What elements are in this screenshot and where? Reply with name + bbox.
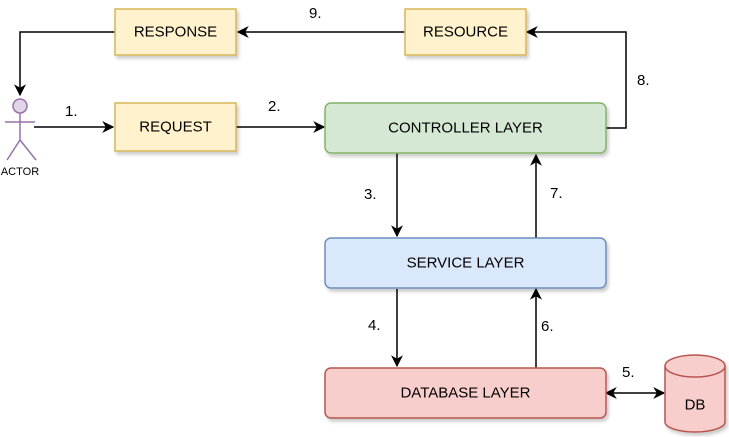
db-label: DB [685,397,706,414]
db-cylinder [664,354,726,433]
response-node [114,8,237,56]
service-layer-label: SERVICE LAYER [407,255,525,272]
step-label-6: 6. [541,318,554,335]
database-layer-label: DATABASE LAYER [400,385,530,402]
step-label-7: 7. [550,185,563,202]
controller-layer-label: CONTROLLER LAYER [388,120,543,137]
step-label-5: 5. [622,364,635,381]
controller-layer-node [324,102,607,154]
database-layer-node [324,367,607,419]
step-label-2: 2. [268,98,281,115]
actor-icon [5,98,37,161]
step-label-1: 1. [65,103,78,120]
resource-node [404,8,527,56]
request-node [114,102,237,152]
response-label: RESPONSE [134,24,217,41]
step-label-4: 4. [368,317,381,334]
resource-label: RESOURCE [423,24,508,41]
edges [13,26,666,399]
step-labels: 1. 2. 3. 4. 5. 6. 7. 8. 9. [65,5,650,381]
edge-controller-to-resource [525,26,627,129]
step-label-3: 3. [364,186,377,203]
service-layer-node [324,237,607,289]
request-label: REQUEST [139,119,212,136]
step-label-9: 9. [309,5,322,22]
edge-response-to-actor [13,31,115,97]
actor-label: ACTOR [1,166,39,178]
step-label-8: 8. [637,72,650,89]
